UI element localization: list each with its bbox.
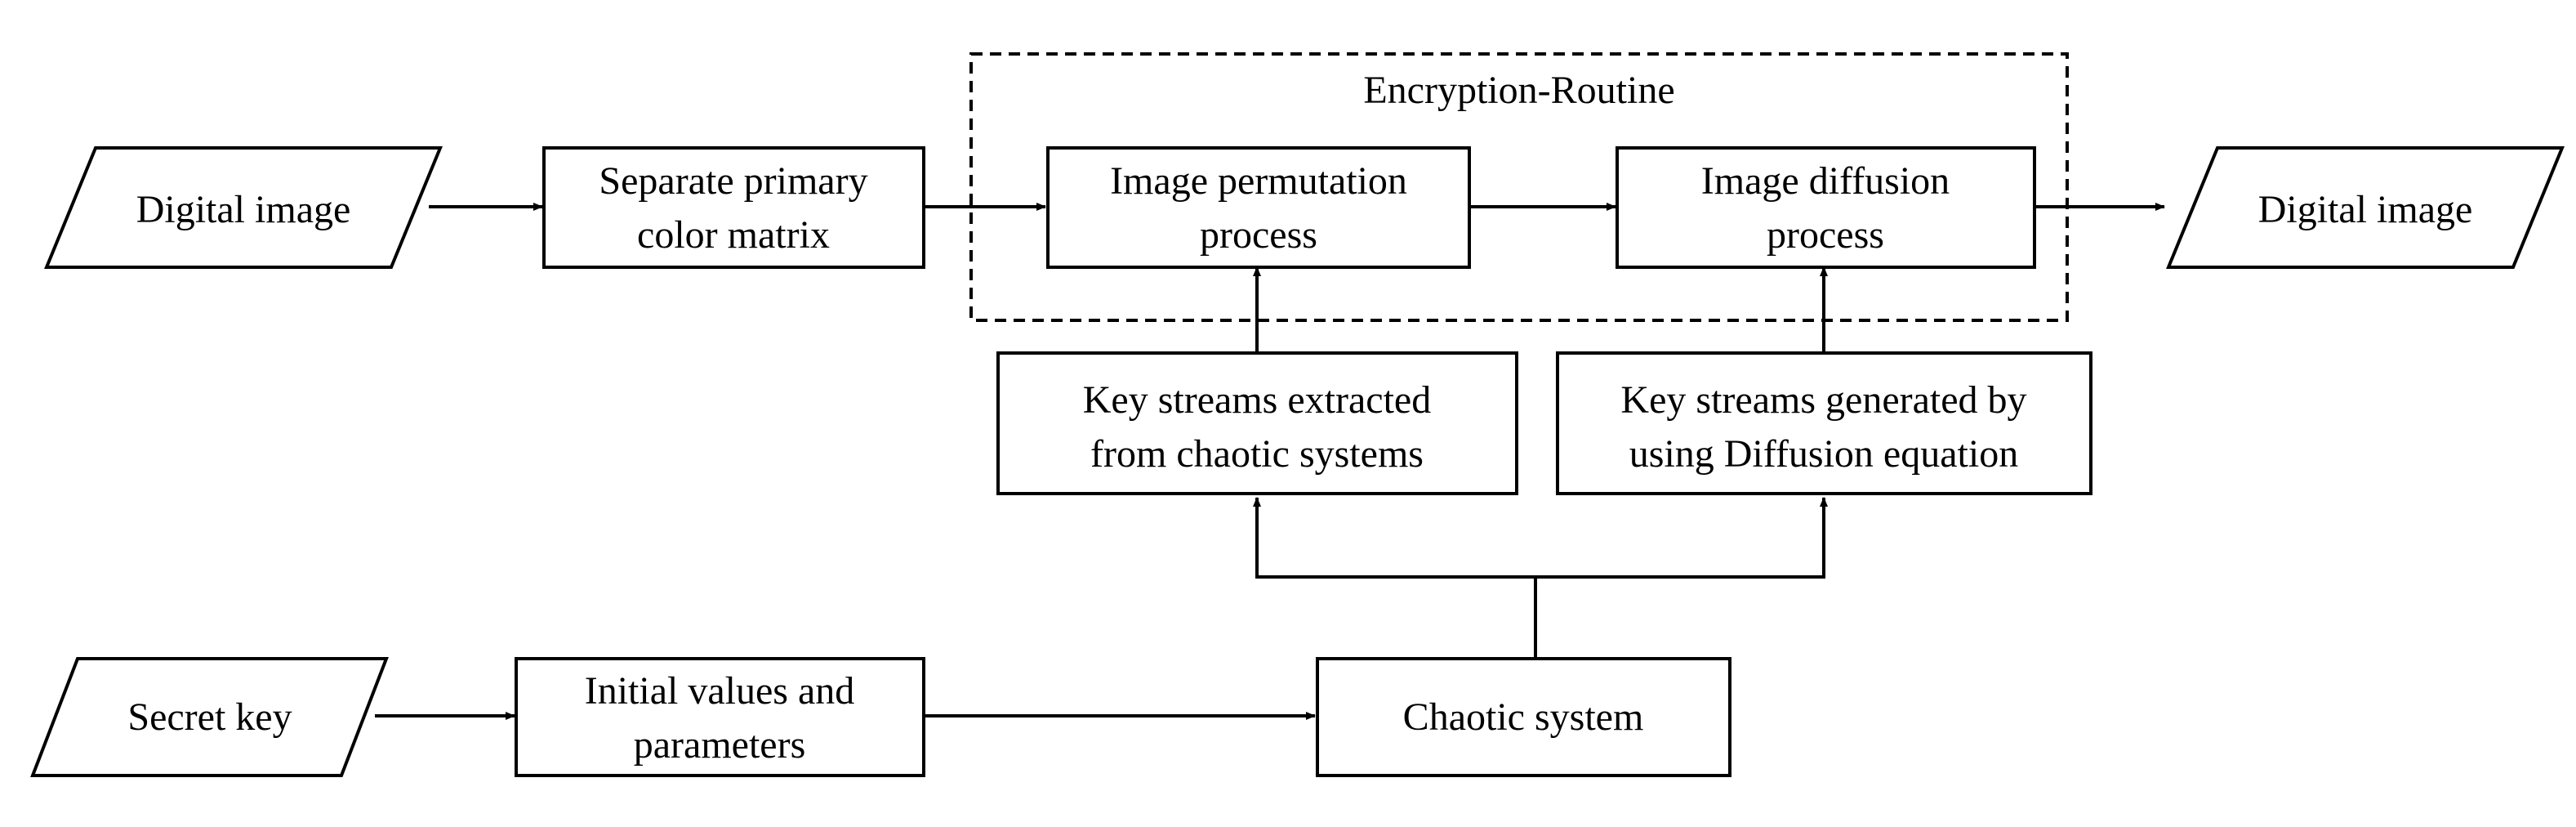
secret-key-parallelogram <box>30 657 389 777</box>
initial-values-label-line1: Initial values and <box>585 669 855 713</box>
node-permutation: Image permutation process <box>1046 146 1471 269</box>
keystream-chaotic-label-line1: Key streams extracted <box>1083 378 1431 422</box>
diffusion-box <box>1616 146 2036 269</box>
diffusion-label-line2: process <box>1767 213 1884 257</box>
initial-values-box <box>515 657 925 777</box>
separate-matrix-box <box>542 146 925 269</box>
keystream-chaotic-label-line2: from chaotic systems <box>1090 432 1424 476</box>
node-initial-values: Initial values and parameters <box>515 657 925 777</box>
edge-chaotic-to-keystream-chaotic <box>1253 497 1535 579</box>
node-separate-matrix: Separate primary color matrix <box>542 146 925 269</box>
separate-matrix-label-line2: color matrix <box>637 213 830 257</box>
keystream-diffusion-label-line1: Key streams generated by <box>1620 378 2026 422</box>
node-secret-key: Secret key <box>30 657 389 777</box>
encryption-routine-frame <box>969 52 2069 322</box>
diffusion-label-line1: Image diffusion <box>1701 159 1950 203</box>
chaotic-system-box <box>1316 657 1731 777</box>
permutation-label-line2: process <box>1200 213 1317 257</box>
encryption-routine-label: Encryption-Routine <box>1363 69 1674 112</box>
output-image-label: Digital image <box>2258 188 2473 231</box>
encryption-routine-group: Encryption-Routine <box>969 52 2069 322</box>
edge-chaotic-to-keystream-diffusion <box>1535 497 1828 579</box>
connectors <box>375 203 2165 720</box>
permutation-box <box>1046 146 1471 269</box>
input-parallelogram <box>44 146 443 269</box>
keystream-chaotic-box <box>996 351 1518 495</box>
keystream-diffusion-box <box>1556 351 2092 495</box>
input-image-label: Digital image <box>136 188 351 231</box>
node-chaotic-system: Chaotic system <box>1316 657 1731 777</box>
node-keystream-diffusion: Key streams generated by using Diffusion… <box>1556 351 2092 495</box>
node-input-image: Digital image <box>44 146 443 269</box>
node-diffusion: Image diffusion process <box>1616 146 2036 269</box>
output-parallelogram <box>2166 146 2565 269</box>
separate-matrix-label-line1: Separate primary <box>599 159 867 203</box>
node-keystream-chaotic: Key streams extracted from chaotic syste… <box>996 351 1518 495</box>
node-output-image: Digital image <box>2166 146 2565 269</box>
permutation-label-line1: Image permutation <box>1110 159 1407 203</box>
keystream-diffusion-label-line2: using Diffusion equation <box>1629 432 2018 476</box>
initial-values-label-line2: parameters <box>634 723 806 767</box>
chaotic-system-label: Chaotic system <box>1403 695 1644 739</box>
secret-key-label: Secret key <box>127 695 292 739</box>
